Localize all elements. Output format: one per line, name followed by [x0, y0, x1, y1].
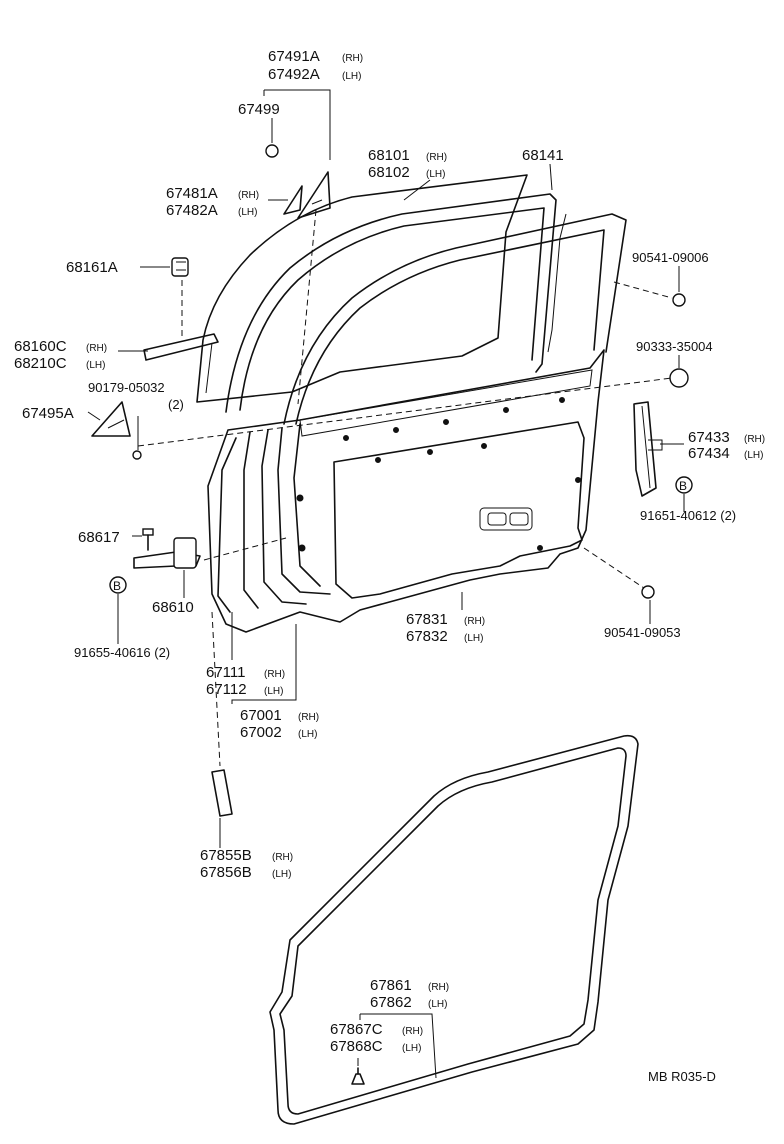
svg-text:68102: 68102 — [368, 164, 410, 181]
label-68161A: 68161A — [66, 259, 118, 276]
label-67111: 67111 (RH) — [206, 664, 285, 681]
guide-lines — [137, 209, 673, 767]
label-68141: 68141 — [522, 147, 564, 164]
label-90541-09053: 90541-09053 — [604, 625, 681, 640]
label-67002: 67002 (LH) — [240, 724, 317, 741]
bolt-ref-b-right: B — [675, 476, 693, 494]
label-67499: 67499 — [238, 101, 280, 118]
label-67832: 67832 (LH) — [406, 628, 483, 645]
label-91651-40612: 91651-40612 (2) — [640, 508, 736, 523]
svg-text:67856B: 67856B — [200, 864, 252, 881]
label-91655-40616: 91655-40616 (2) — [74, 645, 170, 660]
svg-text:67482A: 67482A — [166, 202, 218, 219]
svg-text:(RH): (RH) — [342, 53, 363, 64]
label-68102: 68102 (LH) — [368, 164, 445, 181]
svg-text:(RH): (RH) — [464, 616, 485, 627]
label-67855B: 67855B (RH) — [200, 847, 293, 864]
svg-text:67481A: 67481A — [166, 185, 218, 202]
svg-text:(RH): (RH) — [428, 982, 449, 993]
leader-lines — [87, 89, 685, 1079]
label-67862: 67862 (LH) — [370, 994, 447, 1011]
label-90541-09006: 90541-09006 — [632, 250, 709, 265]
svg-text:67862: 67862 — [370, 994, 412, 1011]
label-67433: 67433 (RH) — [688, 429, 765, 446]
label-67868C: 67868C (LH) — [330, 1038, 421, 1055]
hardware-drawings — [91, 144, 689, 1085]
svg-text:67492A: 67492A — [268, 66, 320, 83]
svg-text:68210C: 68210C — [14, 355, 67, 372]
svg-text:68101: 68101 — [368, 147, 410, 164]
svg-text:(RH): (RH) — [298, 712, 319, 723]
bolt-ref-b-left: B — [109, 576, 127, 594]
svg-text:(RH): (RH) — [264, 669, 285, 680]
door-weatherstrip-drawing — [269, 734, 639, 1125]
label-67112: 67112 (LH) — [206, 681, 283, 698]
svg-text:67832: 67832 — [406, 628, 448, 645]
label-68101: 68101 (RH) — [368, 147, 447, 164]
label-67001: 67001 (RH) — [240, 707, 319, 724]
label-67491A: 67491A (RH) — [268, 48, 363, 65]
label-67831: 67831 (RH) — [406, 611, 485, 628]
svg-text:(RH): (RH) — [426, 152, 447, 163]
svg-text:(LH): (LH) — [86, 360, 105, 371]
svg-text:(RH): (RH) — [238, 190, 259, 201]
label-67482A: 67482A (LH) — [166, 202, 257, 219]
svg-text:67112: 67112 — [206, 681, 247, 698]
label-68617: 68617 — [78, 529, 120, 546]
label-67481A: 67481A (RH) — [166, 185, 259, 202]
svg-text:68160C: 68160C — [14, 338, 67, 355]
svg-text:(LH): (LH) — [264, 686, 283, 697]
svg-text:(LH): (LH) — [426, 169, 445, 180]
svg-text:67855B: 67855B — [200, 847, 252, 864]
svg-text:67433: 67433 — [688, 429, 730, 446]
glass-run-drawing — [225, 193, 627, 425]
svg-text:(RH): (RH) — [86, 343, 107, 354]
label-67861: 67861 (RH) — [370, 977, 449, 994]
svg-text:(LH): (LH) — [402, 1043, 421, 1054]
door-panel-drawing — [207, 349, 605, 633]
label-68610: 68610 — [152, 599, 194, 616]
svg-text:(LH): (LH) — [744, 450, 763, 461]
svg-text:(LH): (LH) — [342, 71, 361, 82]
svg-text:67867C: 67867C — [330, 1021, 383, 1038]
svg-text:(LH): (LH) — [464, 633, 483, 644]
label-67856B: 67856B (LH) — [200, 864, 291, 881]
svg-text:67111: 67111 — [206, 664, 246, 681]
svg-text:B: B — [679, 479, 687, 493]
svg-text:67491A: 67491A — [268, 48, 320, 65]
svg-text:B: B — [113, 579, 121, 593]
svg-text:(RH): (RH) — [272, 852, 293, 863]
label-90179-qty: (2) — [168, 397, 184, 412]
svg-text:67002: 67002 — [240, 724, 282, 741]
svg-text:67001: 67001 — [240, 707, 282, 724]
diagram-code: MB R035-D — [648, 1069, 716, 1084]
door-glass-drawing — [196, 174, 528, 403]
label-67495A: 67495A — [22, 405, 74, 422]
label-68210C: 68210C (LH) — [14, 355, 105, 372]
svg-text:(LH): (LH) — [272, 869, 291, 880]
label-68160C: 68160C (RH) — [14, 338, 107, 355]
label-67492A: 67492A (LH) — [268, 66, 361, 83]
svg-text:67868C: 67868C — [330, 1038, 383, 1055]
rear-sash-drawing — [633, 401, 663, 497]
svg-text:67434: 67434 — [688, 445, 730, 462]
svg-text:67831: 67831 — [406, 611, 448, 628]
svg-text:(RH): (RH) — [402, 1026, 423, 1037]
label-67434: 67434 (LH) — [688, 445, 763, 462]
label-90179-05032: 90179-05032 — [88, 380, 165, 395]
label-67867C: 67867C (RH) — [330, 1021, 423, 1038]
part-labels: 67491A (RH) 67492A (LH) 67499 67481A (RH… — [14, 48, 765, 1084]
svg-text:(LH): (LH) — [238, 207, 257, 218]
svg-text:(LH): (LH) — [298, 729, 317, 740]
label-90333-35004: 90333-35004 — [636, 339, 713, 354]
svg-text:(LH): (LH) — [428, 999, 447, 1010]
svg-text:67861: 67861 — [370, 977, 412, 994]
svg-text:(RH): (RH) — [744, 434, 765, 445]
